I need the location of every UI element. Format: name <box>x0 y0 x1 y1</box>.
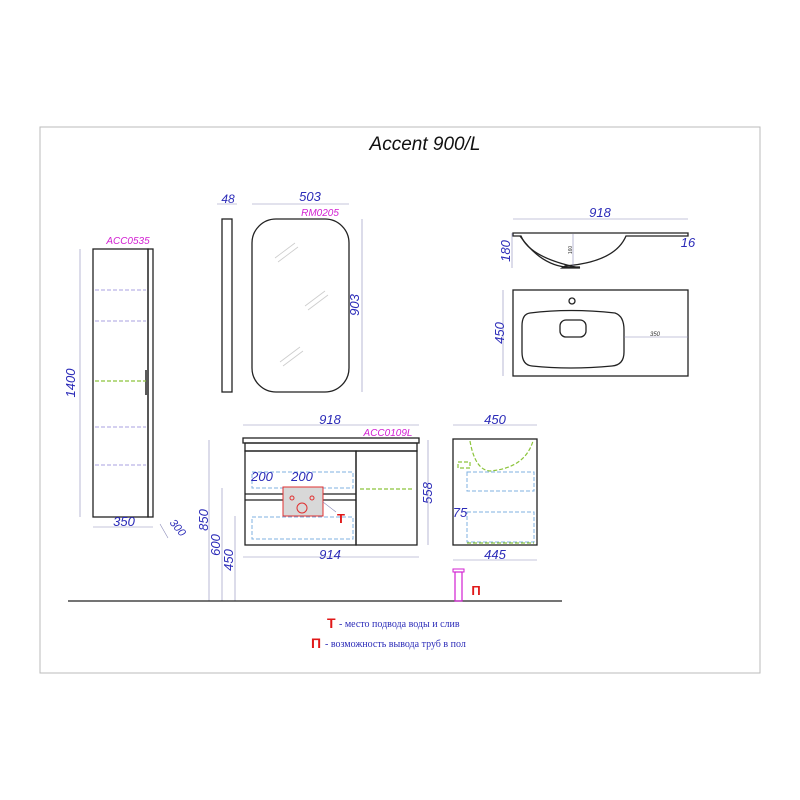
drawing-title: Accent 900/L <box>369 134 481 155</box>
sink-top-view: 350 450 <box>492 289 689 377</box>
mirror-code: RM0205 <box>301 208 339 219</box>
legend-text-floor: - возможность вывода труб в пол <box>325 639 466 650</box>
pencil-case-width: 350 <box>113 514 135 529</box>
vanity-body-width: 914 <box>319 547 341 562</box>
legend-text-water: - место подвода воды и слив <box>339 619 460 630</box>
vanity-top-width: 918 <box>319 412 341 427</box>
sink-width: 918 <box>589 205 611 220</box>
vanity-height: 558 <box>420 481 435 503</box>
pencil-case-depth: 300 <box>167 517 189 539</box>
sink-height: 180 <box>498 239 513 261</box>
sink-side-view: 918 180 16 160 <box>498 205 696 269</box>
legend-marker-floor: П <box>311 635 321 651</box>
sink-bowl-depth: 160 <box>568 246 574 255</box>
pencil-case-height: 1400 <box>63 368 78 398</box>
vanity-side-view: 450 445 75 <box>452 412 538 562</box>
pencil-case-code: ACC0535 <box>105 236 150 247</box>
legend-marker-water: Т <box>327 615 336 631</box>
mirror-width: 503 <box>299 189 321 204</box>
floor-pipe-cap <box>452 568 465 573</box>
pipe-height-450: 450 <box>221 548 236 570</box>
vanity-code: ACC0109L <box>363 428 413 439</box>
sink-offset: 350 <box>650 332 661 338</box>
sink-thickness: 16 <box>681 235 696 250</box>
sink-depth: 450 <box>492 321 507 343</box>
water-supply-marker: Т <box>337 511 345 526</box>
side-depth-top: 450 <box>484 412 506 427</box>
side-depth-bottom: 445 <box>484 547 506 562</box>
legend: Т - место подвода воды и слив П - возмож… <box>311 615 466 651</box>
pipe-offset-2: 200 <box>290 469 313 484</box>
side-inner: 75 <box>453 505 468 520</box>
vanity-front-view: 918 ACC0109L 200 200 Т 558 914 850 600 4… <box>196 412 435 601</box>
floor-outlet-marker: П <box>471 583 480 598</box>
mirror-view: 48 503 RM0205 903 <box>217 189 363 393</box>
mirror-depth: 48 <box>221 192 235 206</box>
drawing-frame <box>39 126 761 674</box>
floor-pipe <box>454 571 463 602</box>
mirror-height: 903 <box>347 293 362 315</box>
pencil-case-view: ACC0535 1400 350 300 <box>63 236 188 540</box>
pipe-height-600: 600 <box>208 533 223 555</box>
vanity-top-height: 850 <box>196 508 211 530</box>
pipe-offset-1: 200 <box>250 469 273 484</box>
